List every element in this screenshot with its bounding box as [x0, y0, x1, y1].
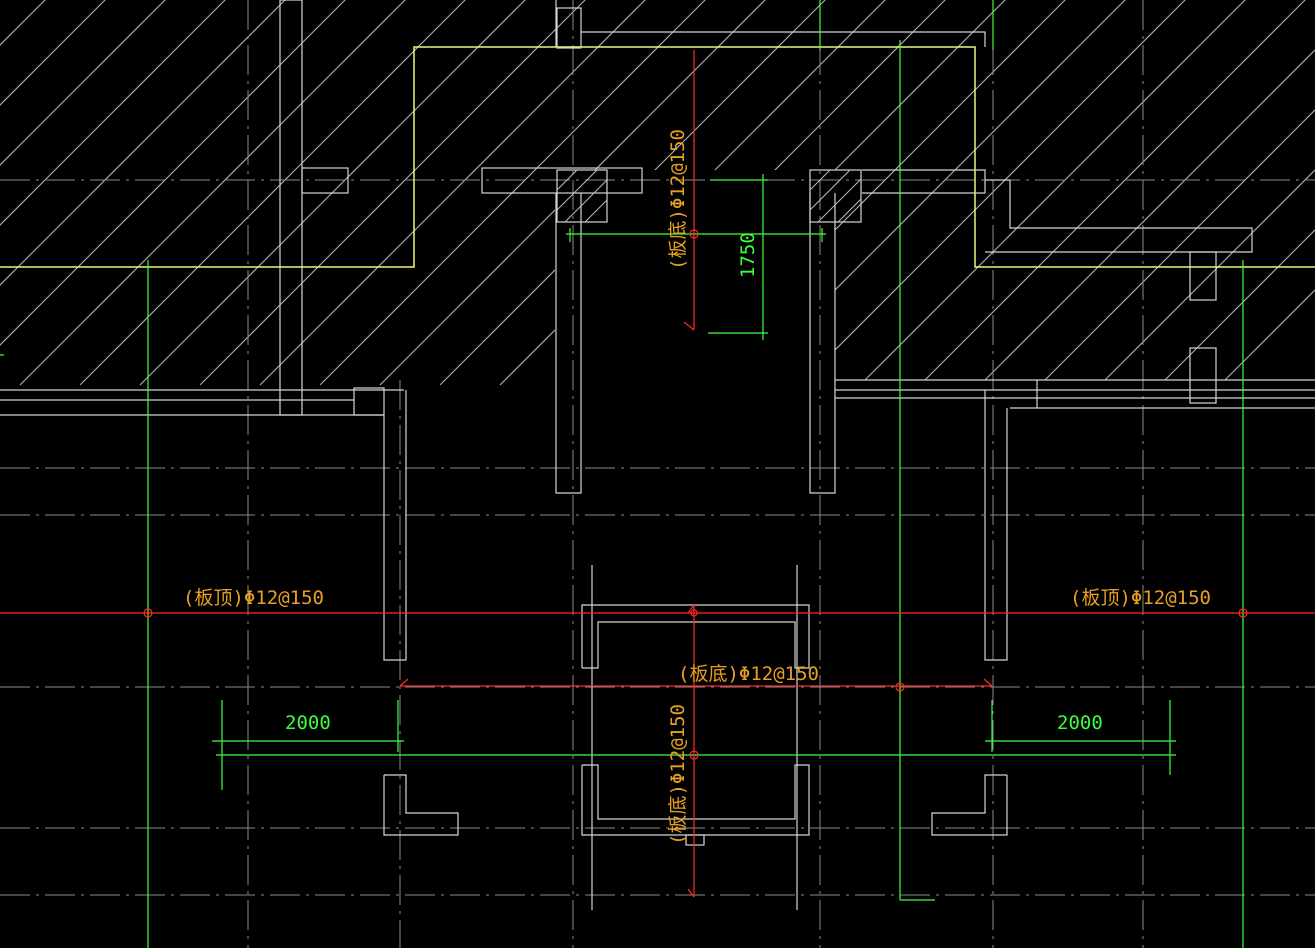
slab-outline [0, 46, 1315, 268]
green-lines [0, 0, 1244, 948]
rebar-lines [0, 50, 1315, 898]
rebar-label-center-bottom-h: (板底)Φ12@150 [678, 663, 819, 685]
wall-outlines [0, 0, 1315, 910]
dim-label-upper-span: 1750 [737, 232, 759, 278]
dim-label-left-ext: 2000 [285, 712, 331, 734]
node-markers [143, 229, 1248, 760]
dim-label-right-ext: 2000 [1057, 712, 1103, 734]
rebar-label-lower-bottom-v: (板底)Φ12@150 [667, 704, 689, 845]
hatch-pattern [0, 0, 1315, 385]
column-sections [556, 169, 862, 223]
rebar-label-left-top: (板顶)Φ12@150 [183, 587, 324, 609]
rebar-label-right-top: (板顶)Φ12@150 [1070, 587, 1211, 609]
rebar-label-upper-bottom-v: (板底)Φ12@150 [667, 129, 689, 270]
